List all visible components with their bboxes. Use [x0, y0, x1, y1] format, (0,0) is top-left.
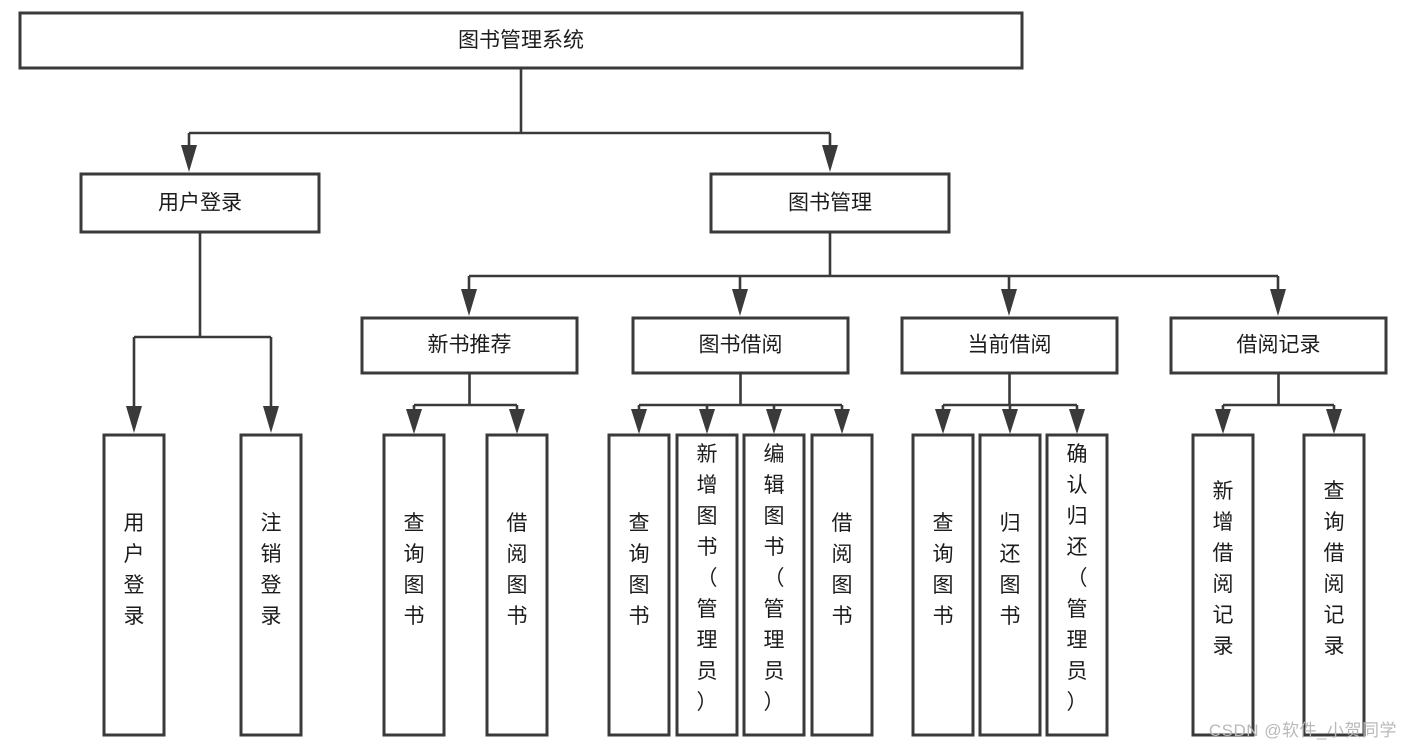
- leaf-borrow-book-2-label: 借阅图书: [832, 512, 853, 628]
- leaf-logout-box[interactable]: [239, 433, 303, 737]
- node-root-label: 图书管理系统: [458, 29, 584, 52]
- leaf-query-book-2-label: 查询图书: [629, 512, 650, 628]
- arrow-head-icon: [935, 409, 951, 434]
- connector-user-login-to-leaves: [126, 232, 279, 433]
- connector-book-manage-to-level3: [461, 232, 1286, 316]
- arrow-head-icon: [699, 409, 715, 434]
- node-user-login-box[interactable]: [79, 172, 321, 234]
- node-current-borrow-label: 当前借阅: [968, 334, 1052, 357]
- leaf-query-book-3[interactable]: 查询图书: [911, 433, 975, 737]
- node-new-book-recommend-box[interactable]: [360, 316, 579, 375]
- leaf-add-book-box[interactable]: [675, 433, 739, 737]
- leaf-add-book-label: 新增图书（管理员）: [697, 443, 718, 714]
- arrow-head-icon: [1002, 409, 1018, 434]
- leaf-user-login-label: 用户登录: [124, 512, 145, 628]
- leaf-return-book-label: 归还图书: [1000, 512, 1021, 628]
- leaf-user-login-box[interactable]: [102, 433, 166, 737]
- node-root-box[interactable]: [18, 11, 1024, 70]
- connector-borrow-record-to-leaves: [1215, 373, 1342, 434]
- arrow-head-icon: [834, 409, 850, 434]
- node-root[interactable]: 图书管理系统: [18, 11, 1024, 70]
- node-borrow-record[interactable]: 借阅记录: [1169, 316, 1388, 375]
- arrow-head-icon: [509, 409, 525, 434]
- leaf-confirm-return-box[interactable]: [1045, 433, 1109, 737]
- leaf-add-record-label: 新增借阅记录: [1213, 480, 1234, 658]
- leaf-logout[interactable]: 注销登录: [239, 433, 303, 737]
- leaf-edit-book-box[interactable]: [742, 433, 806, 737]
- arrow-head-icon: [1326, 409, 1342, 434]
- leaf-logout-label: 注销登录: [261, 512, 282, 628]
- leaf-query-book-1[interactable]: 查询图书: [382, 433, 446, 737]
- leaf-query-record-box[interactable]: [1302, 433, 1366, 737]
- leaf-query-record-label: 查询借阅记录: [1324, 480, 1345, 658]
- arrow-head-icon: [732, 289, 748, 316]
- leaf-query-book-2-box[interactable]: [607, 433, 671, 737]
- leaf-confirm-return-label: 确认归还（管理员）: [1067, 443, 1088, 714]
- node-book-borrow[interactable]: 图书借阅: [631, 316, 850, 375]
- arrow-head-icon: [1069, 409, 1085, 434]
- arrow-head-icon: [461, 289, 477, 316]
- leaf-query-book-3-label: 查询图书: [933, 512, 954, 628]
- arrow-head-icon: [1001, 289, 1017, 316]
- leaf-borrow-book-1-label: 借阅图书: [507, 512, 528, 628]
- leaf-confirm-return[interactable]: 确认归还（管理员）: [1045, 433, 1109, 737]
- arrow-head-icon: [126, 406, 142, 433]
- leaf-user-login[interactable]: 用户登录: [102, 433, 166, 737]
- leaf-query-book-1-label: 查询图书: [404, 512, 425, 628]
- node-new-book-recommend-label: 新书推荐: [428, 334, 512, 357]
- leaf-add-record[interactable]: 新增借阅记录: [1191, 433, 1255, 737]
- arrow-head-icon: [1270, 289, 1286, 316]
- connector-root-to-level2: [181, 68, 838, 172]
- arrow-head-icon: [1215, 409, 1231, 434]
- leaf-query-book-3-box[interactable]: [911, 433, 975, 737]
- leaf-add-record-box[interactable]: [1191, 433, 1255, 737]
- connector-book-borrow-to-leaves: [631, 373, 850, 434]
- arrow-head-icon: [181, 145, 197, 172]
- node-user-login-label: 用户登录: [158, 192, 242, 215]
- connector-new-book-recommend-to-leaves: [406, 373, 525, 434]
- leaf-edit-book-label: 编辑图书（管理员）: [764, 443, 785, 714]
- leaf-add-book[interactable]: 新增图书（管理员）: [675, 433, 739, 737]
- arrow-head-icon: [822, 145, 838, 172]
- node-new-book-recommend[interactable]: 新书推荐: [360, 316, 579, 375]
- node-current-borrow-box[interactable]: [900, 316, 1119, 375]
- leaf-borrow-book-1[interactable]: 借阅图书: [485, 433, 549, 737]
- connector-current-borrow-to-leaves: [935, 373, 1085, 434]
- node-user-login[interactable]: 用户登录: [79, 172, 321, 234]
- node-book-borrow-label: 图书借阅: [699, 334, 783, 357]
- arrow-head-icon: [263, 406, 279, 433]
- leaf-borrow-book-2[interactable]: 借阅图书: [810, 433, 874, 737]
- node-book-manage-label: 图书管理: [788, 192, 872, 215]
- arrow-head-icon: [631, 409, 647, 434]
- arrow-head-icon: [766, 409, 782, 434]
- csdn-watermark: CSDN @软件_小贺同学: [1208, 721, 1397, 740]
- leaf-query-book-2[interactable]: 查询图书: [607, 433, 671, 737]
- leaf-edit-book[interactable]: 编辑图书（管理员）: [742, 433, 806, 737]
- leaf-query-book-1-box[interactable]: [382, 433, 446, 737]
- node-current-borrow[interactable]: 当前借阅: [900, 316, 1119, 375]
- leaf-borrow-book-1-box[interactable]: [485, 433, 549, 737]
- leaf-return-book-box[interactable]: [978, 433, 1042, 737]
- leaf-return-book[interactable]: 归还图书: [978, 433, 1042, 737]
- node-book-manage[interactable]: 图书管理: [709, 172, 951, 234]
- leaf-query-record[interactable]: 查询借阅记录: [1302, 433, 1366, 737]
- arrow-head-icon: [406, 409, 422, 434]
- leaf-borrow-book-2-box[interactable]: [810, 433, 874, 737]
- node-borrow-record-label: 借阅记录: [1237, 334, 1321, 357]
